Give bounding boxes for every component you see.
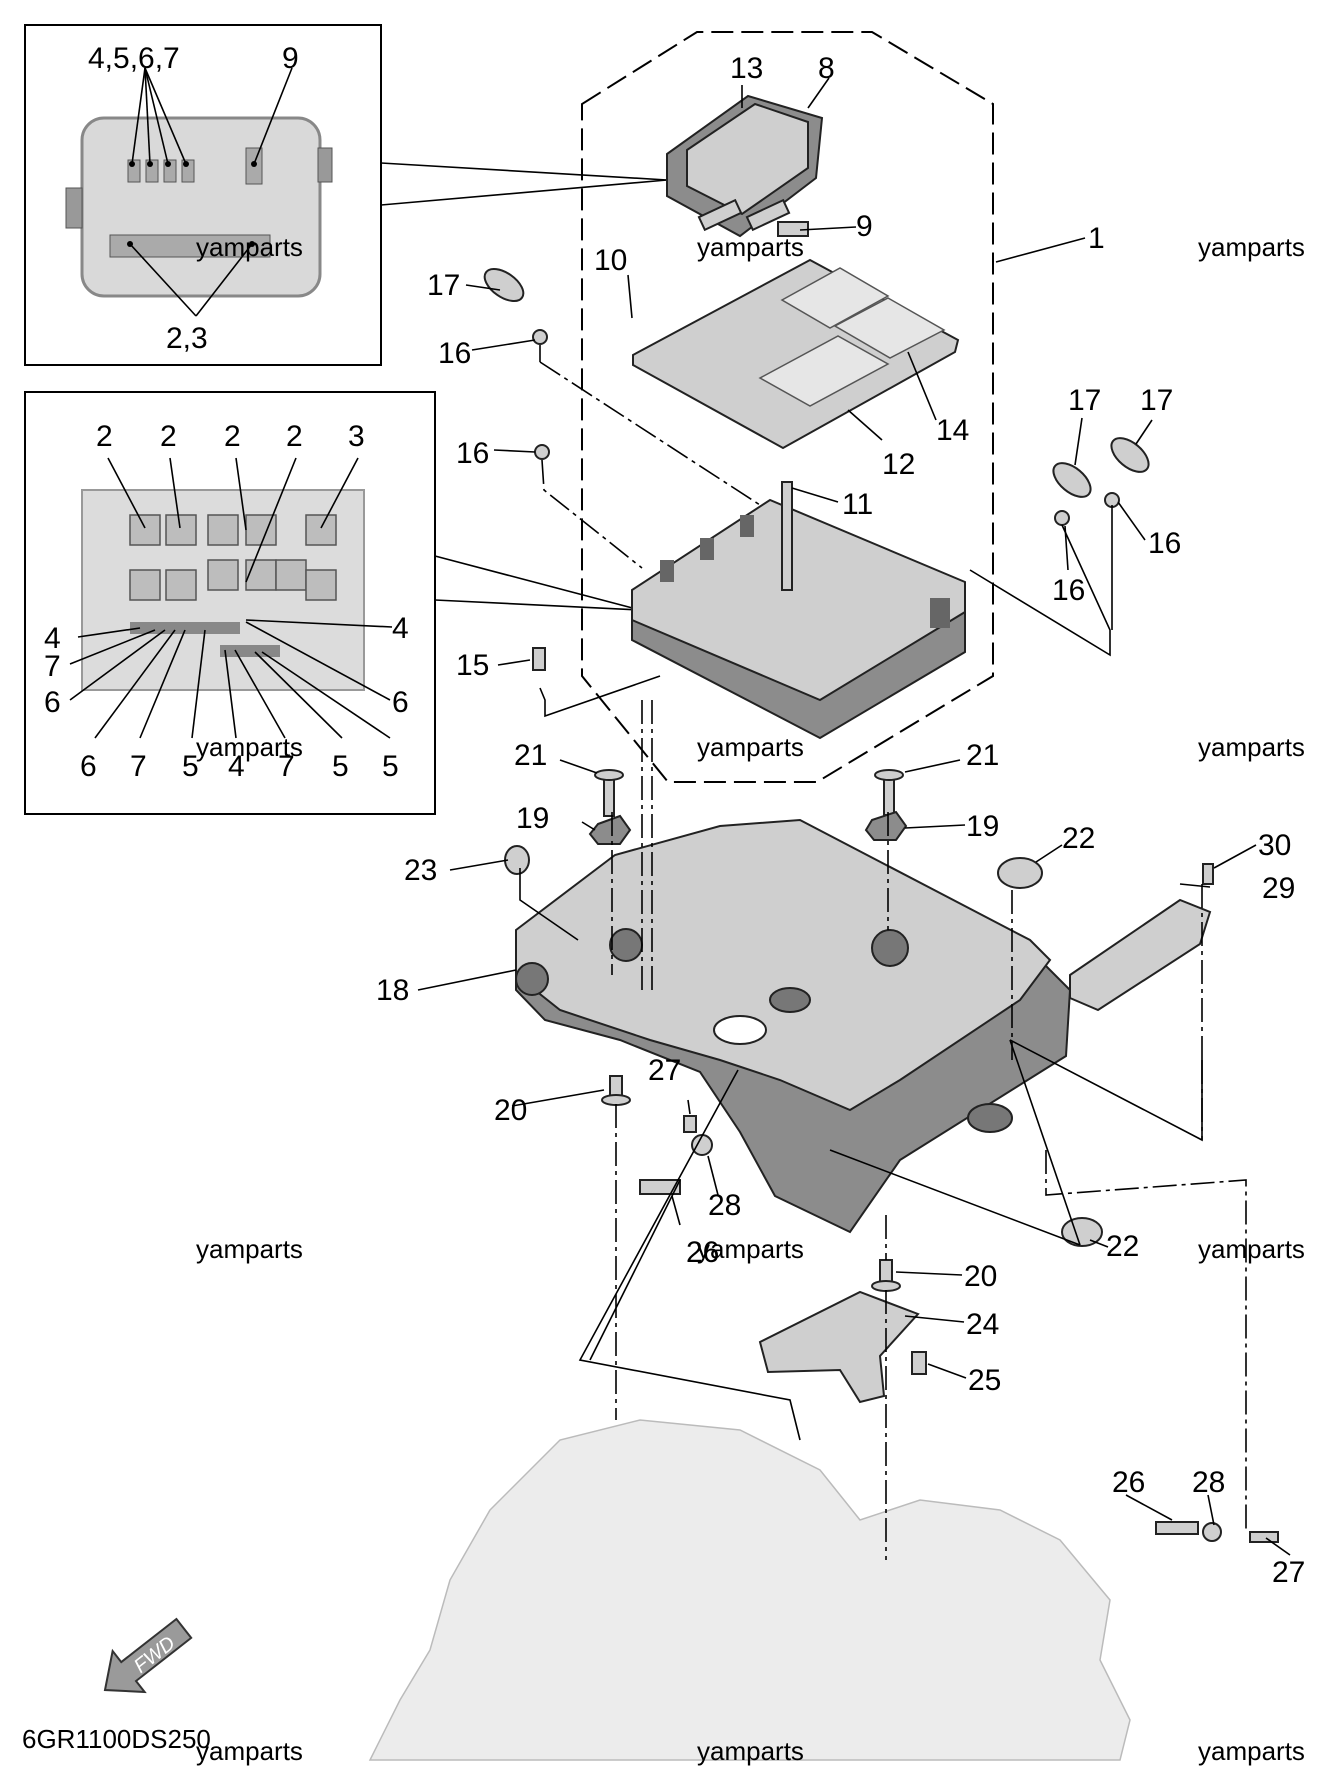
callout-14: 14: [936, 414, 969, 447]
callout-16d: 16: [1052, 574, 1085, 607]
callout-19b: 19: [966, 810, 999, 843]
callout-21: 21: [514, 739, 547, 772]
inset-bottom-label-15: 7: [278, 750, 295, 783]
watermark: yamparts: [1198, 1736, 1305, 1766]
watermark: yamparts: [196, 1234, 303, 1264]
clamp-22-upper: [997, 857, 1043, 889]
callout-numbers: 13 8 9 1 10 17 16 14 12 16 11 17 17 16 1…: [376, 52, 1305, 1589]
callout-9: 9: [856, 210, 873, 243]
inset-bottom-label-10: 6: [44, 686, 61, 719]
inset-bottom-label-8: 7: [44, 650, 61, 683]
callout-17c: 17: [1140, 384, 1173, 417]
callout-26b: 26: [1112, 1466, 1145, 1499]
inset-bottom-label-9: 6: [392, 686, 409, 719]
inset-bottom-label-12: 7: [130, 750, 147, 783]
callout-12: 12: [882, 448, 915, 481]
inset-bottom-label-6: 4: [44, 622, 61, 655]
engine-block: [368, 1419, 1131, 1761]
watermarks: yamparts yamparts yamparts yamparts yamp…: [196, 232, 1305, 1766]
bracket-plate: [515, 818, 1072, 1234]
inset-bottom-label-2: 2: [160, 420, 177, 453]
watermark: yamparts: [196, 1736, 303, 1766]
assembly-1-outline: [581, 31, 994, 783]
callout-21b: 21: [966, 739, 999, 772]
callout-8: 8: [818, 52, 835, 85]
fuse-box-cover: [632, 258, 960, 450]
inset-bottom-label-17: 5: [382, 750, 399, 783]
watermark: yamparts: [1198, 1234, 1305, 1264]
inset-bottom-label-13: 5: [182, 750, 199, 783]
inset-bottom-label-14: 4: [228, 750, 245, 783]
callout-30: 30: [1258, 829, 1291, 862]
bracket-29: [1069, 898, 1212, 1012]
assembly-centerlines: [539, 345, 1247, 1560]
inset-top-label-4567: 4,5,6,7: [88, 42, 180, 75]
callout-25: 25: [968, 1364, 1001, 1397]
watermark: yamparts: [196, 232, 303, 262]
inset-bottom-label-4: 2: [286, 420, 303, 453]
callout-10: 10: [594, 244, 627, 277]
inset-bottom-label-16: 5: [332, 750, 349, 783]
callout-27: 27: [648, 1054, 681, 1087]
callout-29: 29: [1262, 872, 1295, 905]
callout-22b: 22: [1106, 1230, 1139, 1263]
callout-16c: 16: [1148, 527, 1181, 560]
callout-23: 23: [404, 854, 437, 887]
callout-1: 1: [1088, 222, 1105, 255]
callout-28b: 28: [1192, 1466, 1225, 1499]
watermark: yamparts: [1198, 232, 1305, 262]
inset-top-label-23: 2,3: [166, 322, 208, 355]
inset-top-label-9: 9: [282, 42, 299, 75]
diagram-code: 6GR1100DS250: [22, 1724, 211, 1754]
relay-connectors: [697, 198, 809, 237]
callout-16: 16: [438, 337, 471, 370]
callout-20: 20: [494, 1094, 527, 1127]
watermark: yamparts: [697, 732, 804, 762]
callout-20b: 20: [964, 1260, 997, 1293]
watermark: yamparts: [196, 732, 303, 762]
inset-bottom-label-11: 6: [80, 750, 97, 783]
callout-16b: 16: [456, 437, 489, 470]
watermark: yamparts: [697, 1234, 804, 1264]
watermark: yamparts: [697, 232, 804, 262]
inset-bottom-label-7: 4: [392, 612, 409, 645]
relay-box: [666, 94, 824, 238]
inset-bottom: 2 2 2 2 3 4 4 7 6 6 6 7 5 4 7 5 5: [24, 391, 436, 815]
callout-27b: 27: [1272, 1556, 1305, 1589]
callout-17: 17: [427, 269, 460, 302]
small-parts: [483, 268, 1279, 1543]
callout-22: 22: [1062, 822, 1095, 855]
callout-13: 13: [730, 52, 763, 85]
callout-26: 26: [686, 1236, 719, 1269]
callout-17b: 17: [1068, 384, 1101, 417]
callout-18: 18: [376, 974, 409, 1007]
callout-19: 19: [516, 802, 549, 835]
callout-11: 11: [842, 488, 873, 521]
fwd-arrow-icon: FWD: [103, 1617, 193, 1694]
callout-15: 15: [456, 649, 489, 682]
callout-28: 28: [708, 1189, 741, 1222]
callout-24: 24: [966, 1308, 999, 1341]
inset-bottom-label-5: 3: [348, 420, 365, 453]
fuse-box-base: [631, 498, 966, 740]
inset-bottom-label-1: 2: [96, 420, 113, 453]
watermark: yamparts: [697, 1736, 804, 1766]
watermark: yamparts: [1198, 732, 1305, 762]
clamp-22-lower: [1061, 1217, 1103, 1247]
callout-leaders: [417, 77, 1291, 1556]
inset-bottom-label-3: 2: [224, 420, 241, 453]
inset-top: 4,5,6,7 9 2,3: [24, 24, 382, 366]
plate-24: [758, 1290, 920, 1404]
